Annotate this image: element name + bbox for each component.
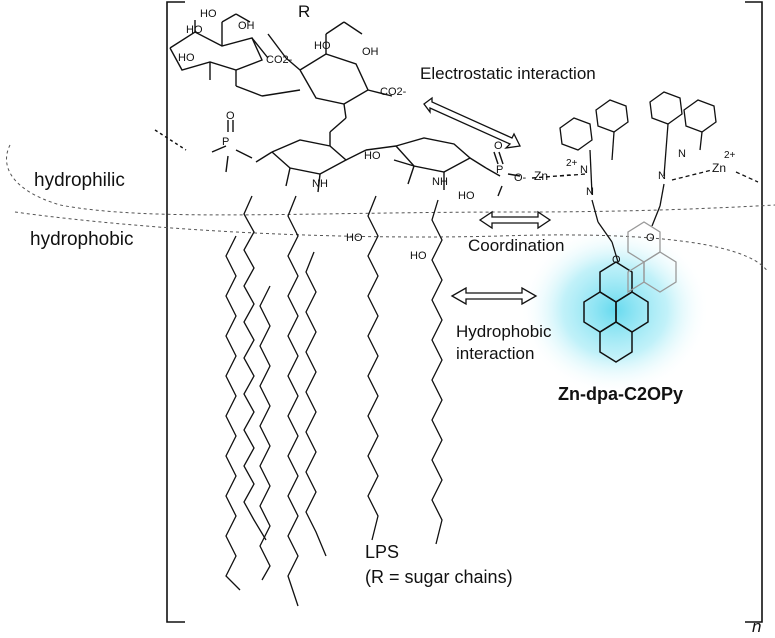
oxygen-ether-2: O	[646, 232, 655, 244]
atom-p-2: P	[496, 164, 504, 176]
pyrene-units-back	[627, 221, 677, 294]
nitrogen-left-label: N	[586, 186, 594, 198]
acyl-chains	[225, 195, 443, 607]
lps-sugar-note: (R = sugar chains)	[365, 567, 513, 587]
atom-ho-6: HO	[364, 150, 381, 162]
atom-o-2: O	[494, 140, 503, 152]
zinc-right-charge: 2+	[724, 150, 736, 161]
atom-ho-1: HO	[200, 8, 217, 20]
zinc-right-label: Zn	[712, 161, 727, 175]
oxygen-ether-1: O	[612, 254, 621, 266]
zinc-left-label: Zn	[534, 169, 549, 183]
atom-o-1: O	[226, 110, 235, 122]
hydrophilic-boundary-curve	[6, 144, 775, 216]
glucosamine-ring-right	[393, 137, 487, 190]
hydrophobic-interaction-label-line1: Hydrophobic	[456, 322, 552, 341]
repeat-bracket-right	[745, 1, 763, 623]
atom-ho-7: HO	[346, 232, 363, 244]
atom-oh-2: OH	[362, 46, 379, 58]
kdo-ring-second	[235, 21, 393, 133]
electrostatic-interaction-label: Electrostatic interaction	[420, 64, 596, 83]
zinc-left-charge: 2+	[566, 158, 578, 169]
hydrophobic-label: hydrophobic	[30, 229, 134, 250]
atom-ho-5: HO	[458, 190, 475, 202]
electrostatic-arrow	[423, 96, 521, 149]
kdo-ring-upper	[169, 13, 269, 86]
coordination-label: Coordination	[468, 236, 565, 255]
nitrogen-right-label: N	[658, 170, 666, 182]
atom-ho-3: HO	[178, 52, 195, 64]
repeat-count-label: n	[752, 617, 761, 633]
atom-co2-2: CO2-	[380, 86, 407, 98]
nitrogen-dpa-1: N	[580, 164, 588, 176]
atom-o-minus: O-	[514, 172, 527, 184]
atom-ho-4: HO	[314, 40, 331, 52]
hydrophilic-label: hydrophilic	[34, 170, 125, 191]
nitrogen-dpa-2: N	[678, 148, 686, 160]
coordination-arrow	[478, 210, 552, 230]
hydrophobic-arrow	[450, 286, 538, 306]
pyrene-units	[583, 261, 649, 363]
dpa-zinc-units	[559, 91, 759, 263]
lps-label: LPS	[365, 542, 400, 562]
atom-nh-2: NH	[432, 176, 448, 188]
atom-p-1: P	[222, 136, 230, 148]
atom-nh-1: NH	[312, 178, 328, 190]
atom-ho-2: HO	[186, 24, 203, 36]
atom-ho-8: HO	[410, 250, 427, 262]
atom-co2-1: CO2-	[266, 54, 293, 66]
hydrophobic-interaction-label-line2: interaction	[456, 344, 535, 363]
r-group-label: R	[298, 2, 311, 21]
compound-name-label: Zn-dpa-C2OPy	[558, 384, 684, 404]
atom-oh-1: OH	[238, 20, 255, 32]
fluorescence-glow	[520, 225, 710, 395]
repeat-bracket-left	[166, 1, 185, 623]
hydrophobic-boundary-curve	[14, 211, 769, 273]
glucosamine-ring-left	[255, 132, 397, 193]
phosphate-left	[154, 120, 253, 173]
